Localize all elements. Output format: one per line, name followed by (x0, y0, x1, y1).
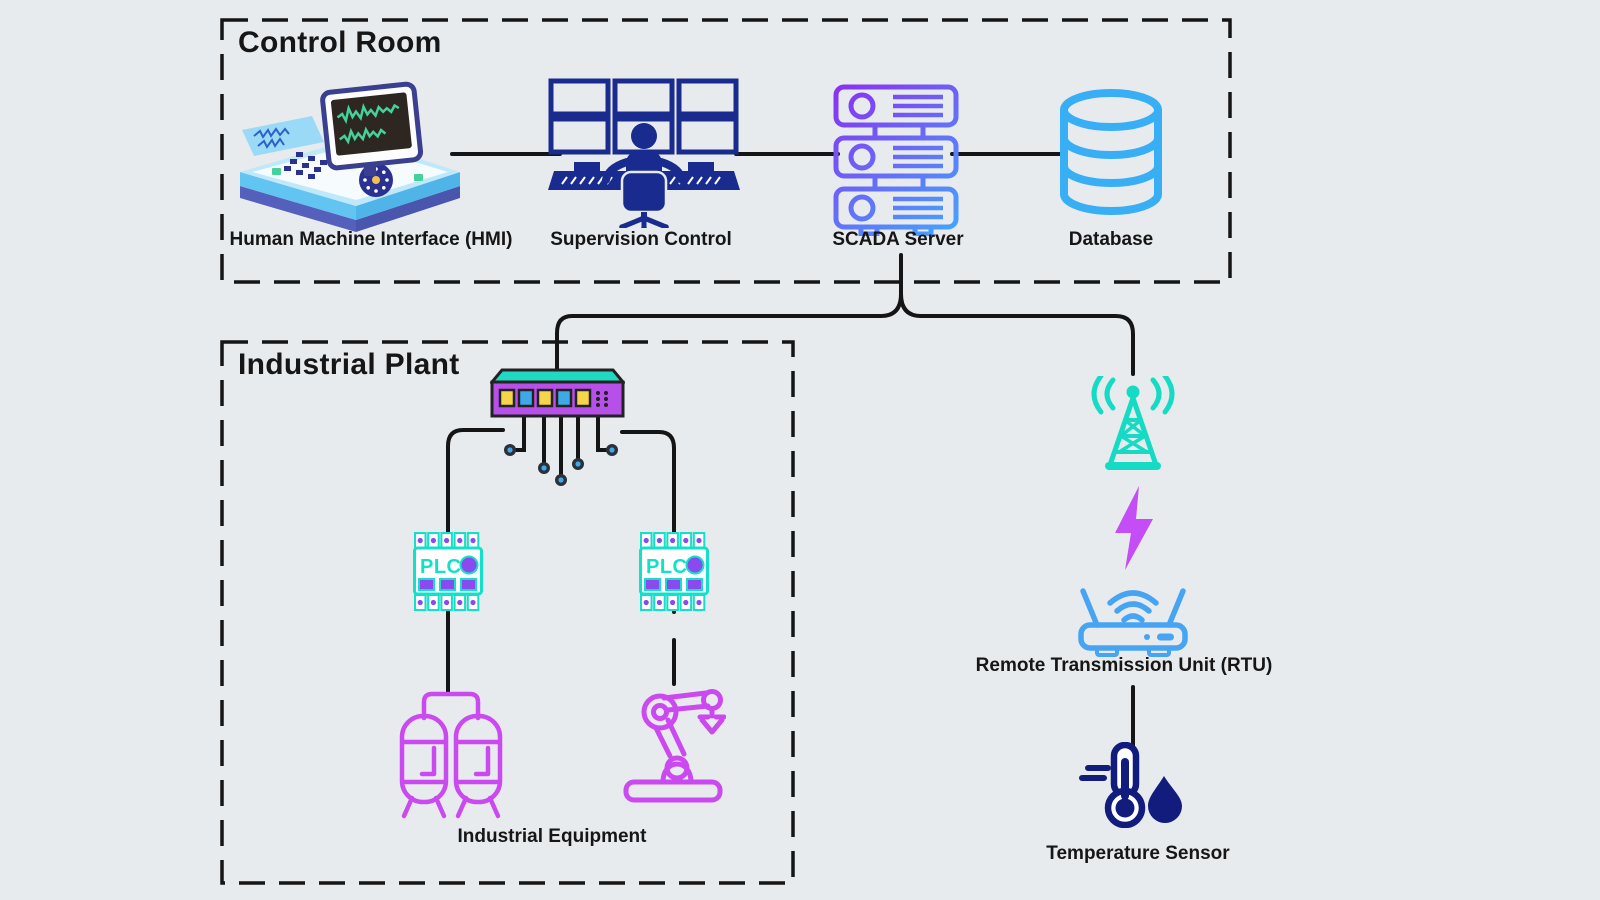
desk-right (654, 171, 740, 190)
database-label: Database (1068, 229, 1154, 250)
industrial-plant-boundary (220, 340, 795, 885)
temperature-sensor-label: Temperature Sensor (1046, 843, 1230, 864)
scada-server-label: SCADA Server (832, 229, 964, 250)
cell-tower-icon (1073, 376, 1193, 472)
rtu-label: Remote Transmission Unit (RTU) (975, 655, 1273, 676)
hmi-keypad (284, 152, 327, 179)
hmi-paper (242, 116, 324, 156)
wire-scada-tower (899, 292, 1135, 376)
storage-tanks-icon (394, 684, 508, 820)
control-room-boundary (220, 18, 1232, 284)
water-drop (1148, 776, 1182, 823)
temperature-sensor-icon (1078, 742, 1190, 828)
switch-ports (498, 388, 592, 408)
plc-left-icon: PLC (413, 531, 483, 613)
supervision-control-icon (548, 78, 740, 228)
wire-scada-switch (555, 253, 903, 382)
plc-text: PLC (420, 556, 462, 578)
hmi-label: Human Machine Interface (HMI) (229, 229, 513, 250)
network-switch-icon (490, 368, 625, 418)
plc-right-icon: PLC (639, 531, 709, 613)
supervision-control-label: Supervision Control (550, 229, 732, 250)
industrial-equipment-label: Industrial Equipment (457, 826, 647, 847)
control-room-title: Control Room (238, 26, 442, 59)
rtu-router-icon (1075, 583, 1191, 657)
hmi-monitor (320, 81, 424, 171)
industrial-plant-title: Industrial Plant (238, 348, 460, 381)
hmi-icon (228, 80, 460, 232)
lightning-bolt-icon (1110, 486, 1158, 570)
wire-switch-plc-right (620, 430, 676, 614)
switch-cable-stubs (504, 414, 618, 486)
operator (602, 123, 686, 228)
database-icon (1056, 88, 1166, 218)
cable-connector-dots (504, 444, 618, 486)
scada-server-icon (833, 84, 959, 236)
plc-text: PLC (646, 556, 688, 578)
robot-arm-icon (620, 680, 726, 806)
wire-switch-plc-left (446, 428, 505, 694)
